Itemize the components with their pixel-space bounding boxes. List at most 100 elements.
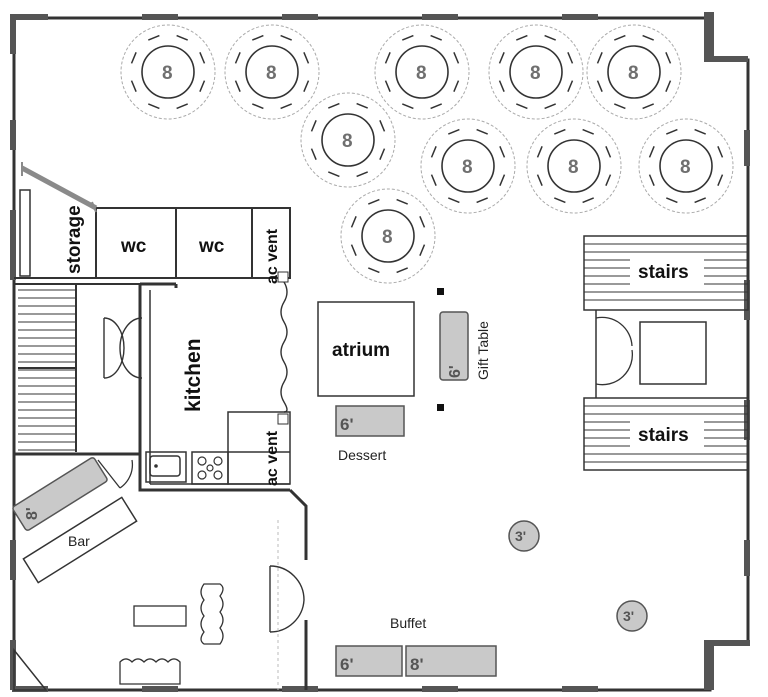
chair	[148, 103, 160, 110]
chair	[666, 197, 678, 204]
cocktail-table-a: 3'	[508, 520, 540, 552]
chair	[280, 34, 292, 41]
buffet-table-8-size: 8'	[410, 655, 424, 674]
chair	[252, 34, 264, 41]
chair	[536, 174, 543, 186]
bar-walls	[14, 452, 308, 690]
chair	[605, 146, 612, 158]
stairs-label-top: stairs	[638, 262, 689, 283]
kitchen-walls	[138, 282, 290, 492]
atrium	[317, 301, 415, 397]
table-seat-count: 8	[382, 227, 393, 248]
gift-table	[439, 311, 469, 381]
chair	[554, 128, 566, 135]
round-table: 8	[638, 118, 734, 214]
round-table: 8	[488, 24, 584, 120]
chair	[379, 148, 386, 160]
wc-label-1: wc	[120, 236, 147, 257]
chair	[536, 146, 543, 158]
table-seat-count: 8	[462, 157, 473, 178]
kitchen-inner	[145, 290, 291, 485]
chair	[694, 128, 706, 135]
dessert-label: Dessert	[338, 447, 386, 463]
round-table: 8	[374, 24, 470, 120]
bar-door-swing	[97, 459, 134, 489]
sink-icon	[149, 455, 181, 477]
chair	[310, 120, 317, 132]
chair	[234, 80, 241, 92]
chair	[199, 80, 206, 92]
chair	[350, 244, 357, 256]
stairs-label-bottom: stairs	[638, 425, 689, 446]
gift-table-size: 6'	[447, 365, 464, 378]
round-table: 8	[224, 24, 320, 120]
round-table: 8	[526, 118, 622, 214]
chair	[448, 197, 460, 204]
chair	[419, 216, 426, 228]
buffet-table-6	[335, 645, 403, 677]
table-seat-count: 8	[416, 63, 427, 84]
chair	[717, 174, 724, 186]
round-table: 8	[420, 118, 516, 214]
chair	[280, 103, 292, 110]
chair	[402, 34, 414, 41]
ac-vent-label-top: ac vent	[264, 228, 281, 284]
round-table: 8	[120, 24, 216, 120]
chair	[148, 34, 160, 41]
chair	[453, 52, 460, 64]
chair	[544, 34, 556, 41]
round-table: 8	[340, 188, 436, 284]
buffet-table-6-size: 6'	[340, 655, 354, 674]
storage-label: storage	[64, 205, 85, 274]
dessert-table-size: 6'	[340, 415, 354, 434]
chair	[430, 174, 437, 186]
gift-markers	[437, 288, 444, 411]
stairs-label-bg-bottom	[630, 418, 704, 448]
chair	[350, 216, 357, 228]
chair	[252, 103, 264, 110]
table-seat-count: 8	[162, 63, 173, 84]
bar-counter	[22, 496, 138, 584]
chair	[430, 34, 442, 41]
chair	[499, 174, 506, 186]
chair	[368, 267, 380, 274]
chair	[499, 146, 506, 158]
bar-table-8: 8'	[12, 457, 108, 531]
chair	[396, 267, 408, 274]
chair	[605, 174, 612, 186]
cocktail-table-b-size: 3'	[623, 608, 634, 624]
chair	[396, 198, 408, 205]
wc-label-2: wc	[198, 236, 225, 257]
cocktail-table-a-size: 3'	[515, 528, 526, 544]
chair	[130, 52, 137, 64]
vent-box-top	[277, 271, 289, 283]
chair	[596, 52, 603, 64]
storage-shelf	[19, 162, 98, 277]
chair	[648, 174, 655, 186]
buffet-label: Buffet	[390, 615, 426, 631]
chair	[328, 171, 340, 178]
chair	[384, 80, 391, 92]
chair	[199, 52, 206, 64]
chair	[614, 103, 626, 110]
table-seat-count: 8	[680, 157, 691, 178]
chair	[666, 128, 678, 135]
table-seat-count: 8	[568, 157, 579, 178]
chair	[303, 80, 310, 92]
table-seat-count: 8	[628, 63, 639, 84]
gift-table-label: Gift Table	[475, 321, 491, 380]
chair	[498, 80, 505, 92]
chair	[582, 128, 594, 135]
chair	[328, 102, 340, 109]
table-seat-count: 8	[530, 63, 541, 84]
chair	[176, 34, 188, 41]
chair	[567, 52, 574, 64]
ac-vent-label-bottom: ac vent	[264, 430, 281, 486]
stove-icon	[197, 456, 223, 480]
chair	[665, 52, 672, 64]
chair	[567, 80, 574, 92]
main-door	[269, 565, 305, 633]
chair	[176, 103, 188, 110]
chair	[554, 197, 566, 204]
